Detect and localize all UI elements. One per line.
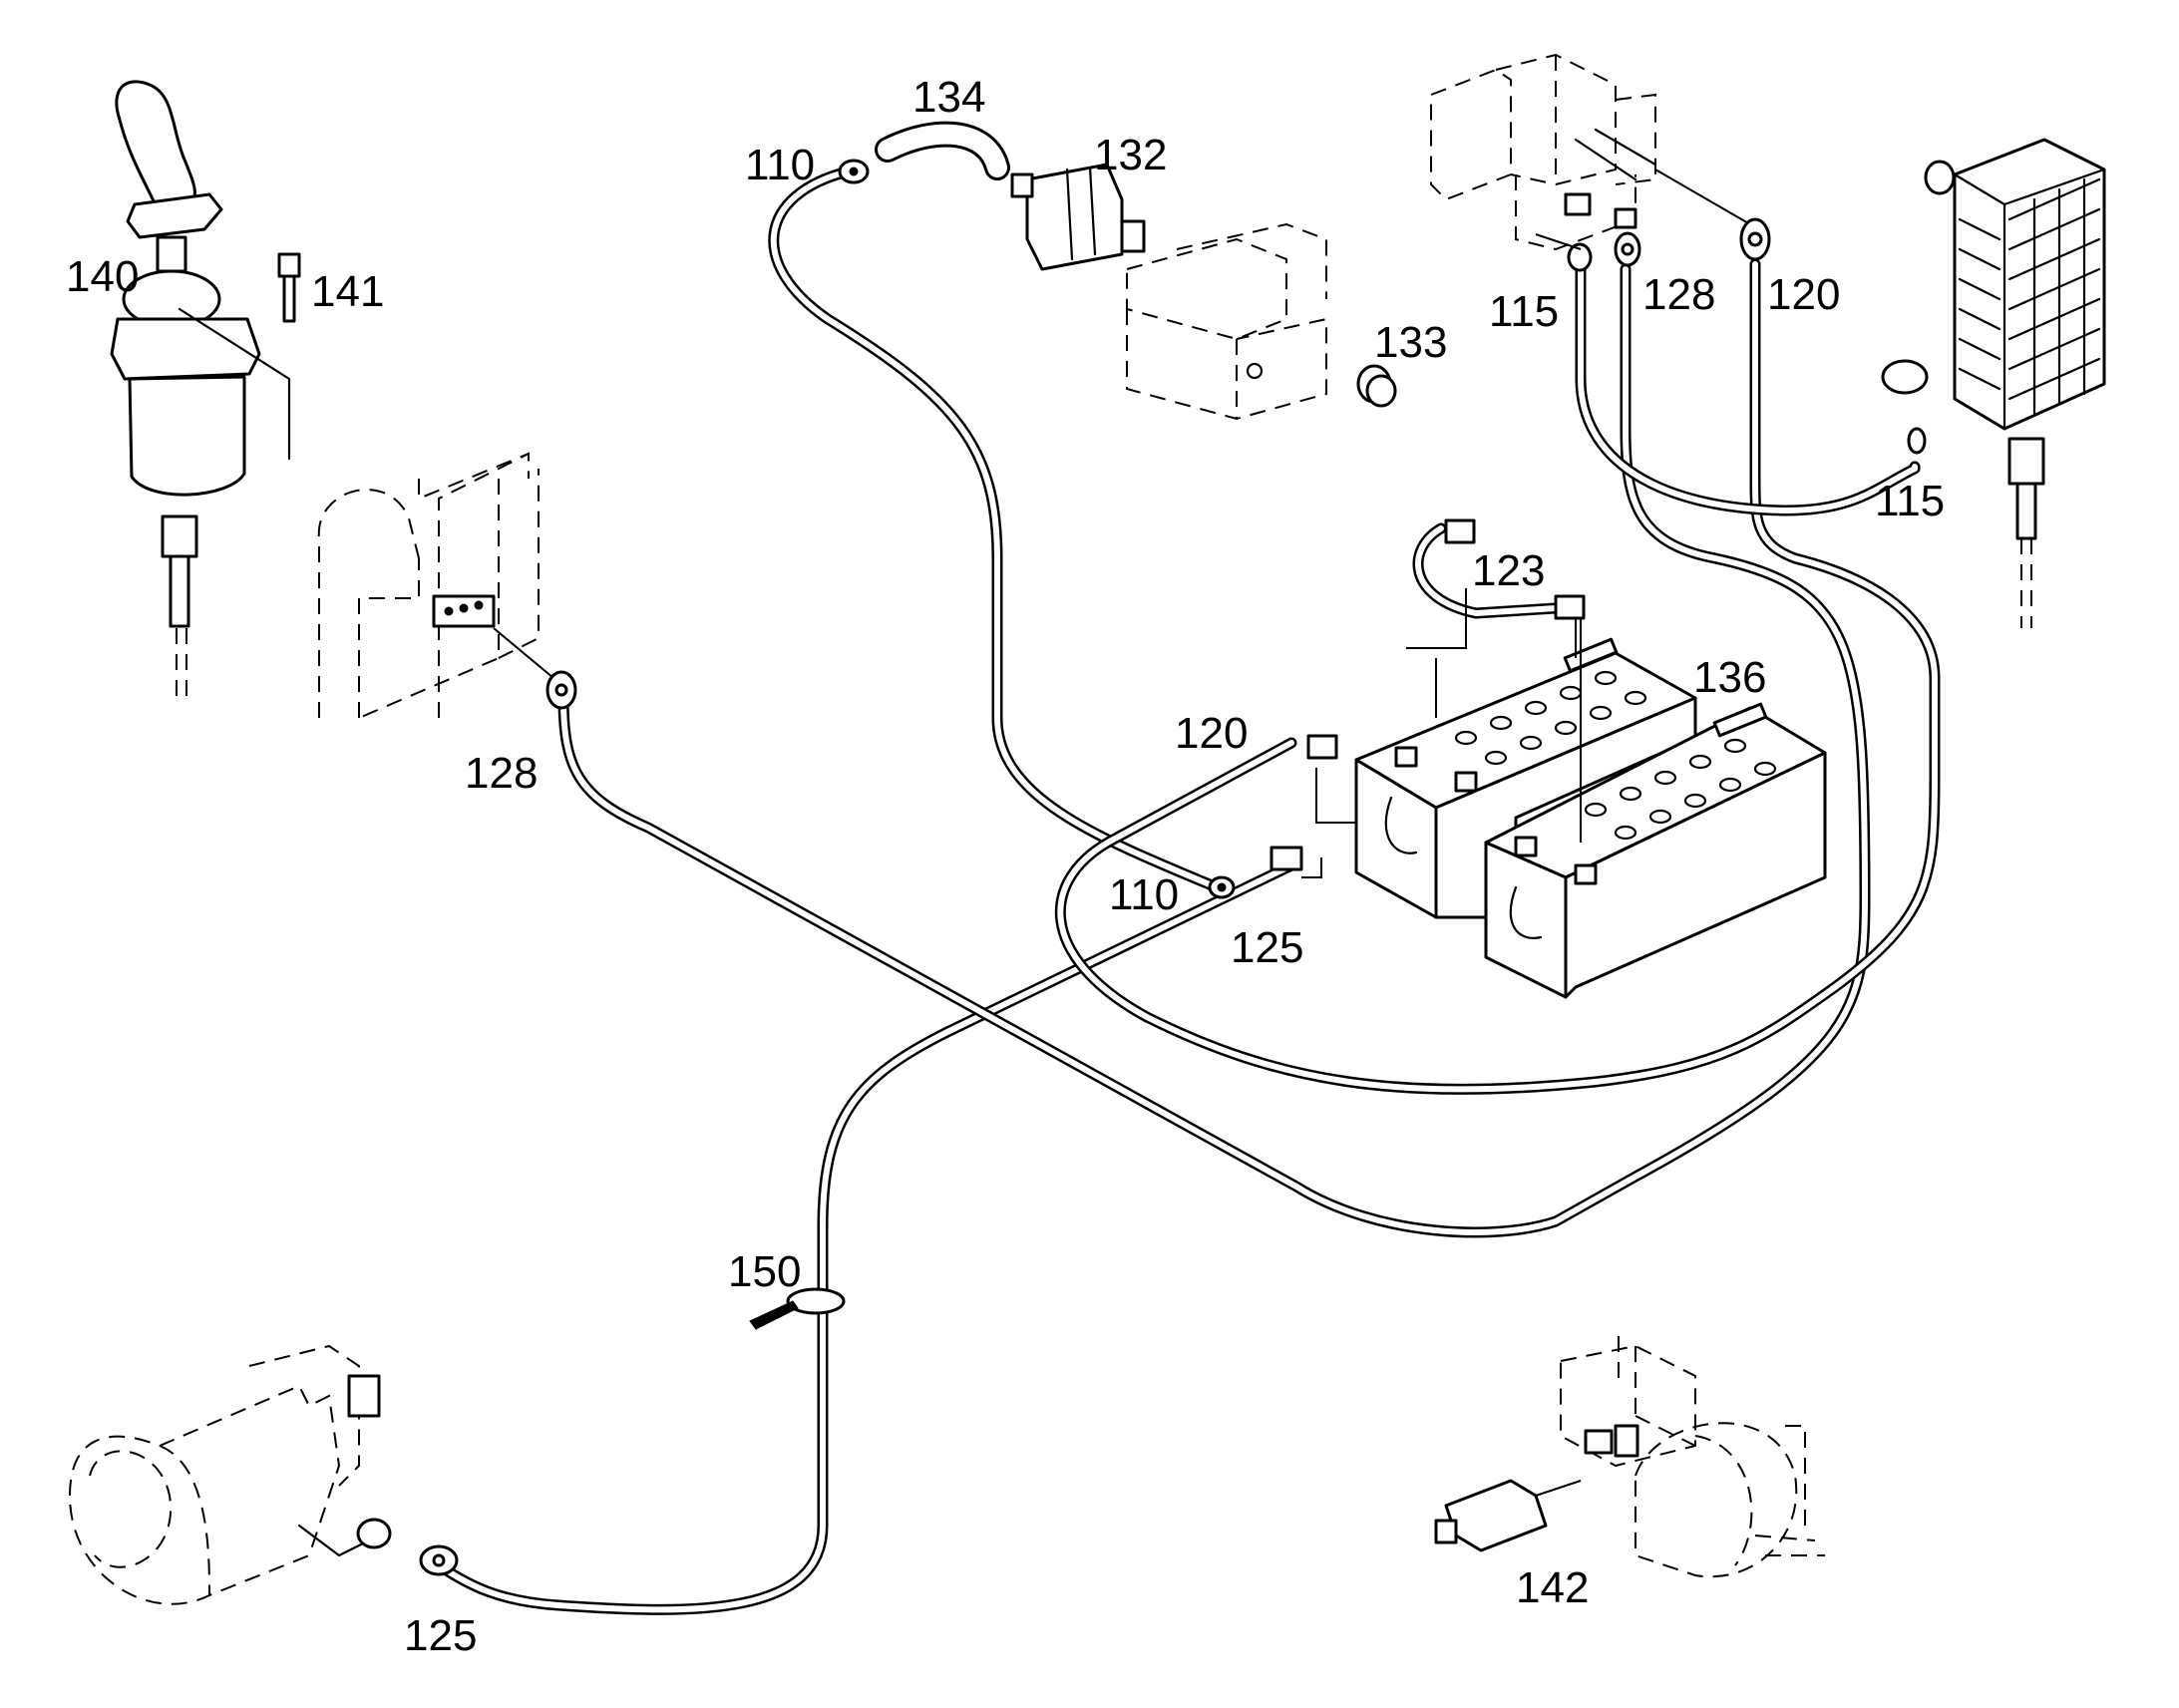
pressure-switch-142 — [1434, 1479, 1582, 1552]
callout-123: 123 — [1472, 546, 1545, 595]
callout-132: 132 — [1094, 131, 1167, 179]
block-133 — [1126, 222, 1397, 421]
relay-box — [1881, 138, 2106, 628]
callout-120-lower: 120 — [1175, 709, 1248, 758]
cables — [433, 121, 1941, 1615]
callout-110-lower: 110 — [1109, 870, 1179, 919]
callout-120-upper: 120 — [1767, 270, 1840, 319]
pump-upper — [1430, 53, 1771, 272]
callout-125-upper: 125 — [1231, 923, 1303, 972]
cable-115 — [1575, 263, 1921, 516]
callout-141: 141 — [311, 267, 384, 316]
cable-120 — [1054, 258, 1941, 1095]
joystick-140 — [110, 80, 301, 698]
battery-cells-right — [1584, 738, 1777, 841]
callout-136: 136 — [1693, 653, 1766, 702]
callout-labels: 140 141 110 134 132 133 115 128 120 115 … — [66, 73, 1945, 1660]
leader-lines — [1435, 233, 1582, 843]
callout-115-upper: 115 — [1489, 287, 1559, 336]
cable-110 — [768, 166, 1223, 893]
cable-125 — [433, 859, 1297, 1615]
callout-133: 133 — [1374, 318, 1447, 367]
callout-128-lower: 128 — [465, 749, 538, 798]
battery-136-right — [1484, 702, 1827, 999]
callout-128-upper: 128 — [1642, 270, 1715, 319]
breaker-132 — [838, 159, 1146, 271]
frame-bracket — [317, 452, 577, 719]
callout-110-upper: 110 — [745, 141, 815, 189]
cable-tie-150 — [749, 1287, 846, 1330]
cable-128-lower — [557, 263, 1871, 1238]
relay-grid — [1958, 177, 2101, 416]
starter-motor — [68, 1344, 459, 1605]
callout-142: 142 — [1516, 1563, 1589, 1612]
hose-134 — [875, 121, 1010, 180]
callout-115-lower: 115 — [1875, 477, 1945, 525]
hydraulic-valve — [1560, 1336, 1825, 1578]
callout-125-lower: 125 — [404, 1611, 477, 1660]
battery-clamps — [1208, 518, 1586, 899]
callout-150: 150 — [728, 1247, 801, 1296]
callout-140: 140 — [66, 252, 139, 301]
callout-134: 134 — [912, 73, 985, 122]
